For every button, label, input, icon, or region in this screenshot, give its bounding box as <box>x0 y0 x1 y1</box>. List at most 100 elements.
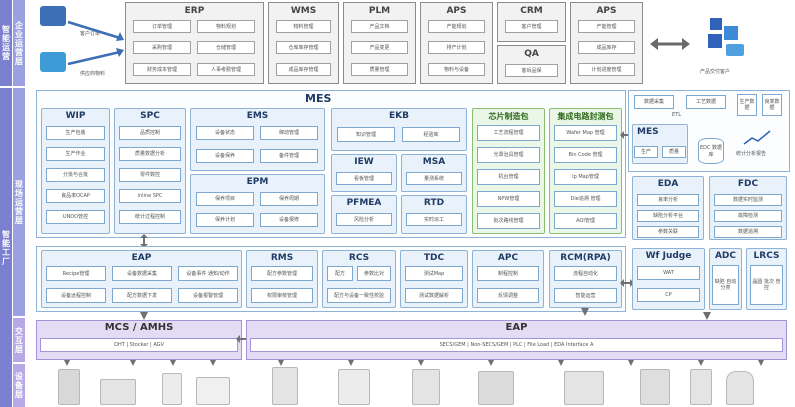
aps2-cell: 计划进度管理 <box>578 63 635 76</box>
eda-cell: 良率分析 <box>637 194 699 206</box>
supplier-label: 供应商物料 <box>80 71 106 77</box>
process-tool-icon <box>272 367 298 405</box>
sidebar-field-layer: 现场运营层 <box>13 88 25 316</box>
mcs-items: OHT | Stocker | AGV <box>40 338 238 352</box>
chip-cell: 光罩治具管理 <box>477 147 540 163</box>
ekb-cell: 经验库 <box>402 127 460 142</box>
mes-small-cell: 质量 <box>662 146 686 158</box>
wf-cell: CP <box>637 288 700 302</box>
robot-arm-icon <box>162 373 182 405</box>
analytics-cell: 工艺数据 <box>686 95 726 109</box>
adc-cell: 缺陷 自动 分类 <box>712 265 739 305</box>
plm-cell: 产品文档 <box>351 20 408 33</box>
plm-cell: 质量管理 <box>351 63 408 76</box>
customer-order-label: 客户订单 <box>80 31 101 37</box>
edc-database-icon: EDC 数据库 <box>698 138 724 164</box>
aps-cell: 物料与设备 <box>428 63 485 76</box>
wf-down-arrow <box>703 312 711 320</box>
ems-cell: 设备状态 <box>196 126 254 140</box>
chip-cell: 批次路线管理 <box>477 213 540 229</box>
customer-order-icon <box>40 6 66 26</box>
plm-cell: 产品变更 <box>351 41 408 54</box>
aps2-cell: 产能管理 <box>578 20 635 33</box>
eap-down-arrow <box>140 312 148 320</box>
fdc-cell: 数据追溯 <box>714 226 782 238</box>
ic-cell: Wafer Map 管理 <box>554 125 617 141</box>
dispenser-tool-icon <box>338 369 370 405</box>
mes-small-cell: 生产 <box>634 146 658 158</box>
sidebar-smart-operation: 智能运营 <box>0 0 12 86</box>
epm-cell: 设备报修 <box>260 213 318 227</box>
erp-cell: 人事考勤管理 <box>197 63 255 76</box>
analytics-cell: 生产数据 <box>737 94 757 116</box>
supplier-icon <box>40 52 66 72</box>
apc-cell: 反馈调整 <box>477 288 539 303</box>
fdc-cell: 数据实时监测 <box>714 194 782 206</box>
aps2-cell: 成品库存 <box>578 41 635 54</box>
spc-cell: inline SPC <box>119 189 181 203</box>
chamber-tool-icon <box>726 371 754 405</box>
chip-cell: 机台管理 <box>477 169 540 185</box>
report-label: 统计分析报告 <box>736 151 767 157</box>
aps-cell: 排产计划 <box>428 41 485 54</box>
delta-robot-icon <box>196 377 230 405</box>
eap-interface-title: EAP <box>505 322 528 333</box>
delivery-label: 产品交付客户 <box>700 69 731 75</box>
chip-cell: NPW管理 <box>477 191 540 207</box>
apc-cell: 制程控制 <box>477 266 539 281</box>
erp-cell: 采购管理 <box>133 41 191 54</box>
eap-cell: 设备远程控制 <box>46 288 106 303</box>
pfmea-cell: 风险分析 <box>336 213 392 226</box>
ems-cell: 备件管理 <box>260 149 318 163</box>
wip-cell: 生产包装 <box>46 126 105 140</box>
eap-cell: Recipe管理 <box>46 266 106 281</box>
eap-cell: 设备报警管理 <box>178 288 238 303</box>
spc-cell: 品质控制 <box>119 126 181 140</box>
eap-cell: 设备事件 通知/动作 <box>178 266 238 281</box>
spc-cell: 零件数控 <box>119 168 181 182</box>
epm-cell: 保养周期 <box>260 192 318 206</box>
analytics-cell: 数据采集 <box>634 95 674 109</box>
ic-cell: Bin Code 管理 <box>554 147 617 163</box>
rcs-cell: 参数比对 <box>357 266 391 281</box>
wip-cell: 分批与合批 <box>46 168 105 182</box>
rcm-cell: 智能运营 <box>554 288 617 303</box>
inspection-tool-icon <box>478 371 514 405</box>
wip-cell: UNDO管控 <box>46 210 105 224</box>
chip-cell: 工艺流程管理 <box>477 125 540 141</box>
sidebar-interaction-layer: 交互层 <box>13 318 25 362</box>
sidebar-device-layer: 设备层 <box>13 364 25 407</box>
msa-cell: 量测系统 <box>406 172 462 185</box>
fdc-cell: 故障检测 <box>714 210 782 222</box>
rcs-cell: 配方 <box>327 266 353 281</box>
ic-cell: Die追溯 管理 <box>554 191 617 207</box>
erp-cell: 物料规划 <box>197 20 255 33</box>
wip-cell: 良品率OCAP <box>46 189 105 203</box>
report-icon <box>742 128 772 146</box>
crm-cell: 客户管理 <box>505 20 558 33</box>
erp-cell: 订单管理 <box>133 20 191 33</box>
delivery-box-icon <box>700 18 750 60</box>
spc-cell: 质量数据分析 <box>119 147 181 161</box>
eda-cell: 参数关联 <box>637 226 699 238</box>
sidebar-enterprise-layer: 企业运营层 <box>13 0 25 86</box>
ic-cell: Ip Map管理 <box>554 169 617 185</box>
epm-cell: 保养计划 <box>196 213 254 227</box>
sidebar-smart-factory: 智能工厂 <box>0 88 12 407</box>
erp-cell: 仓储管理 <box>197 41 255 54</box>
qa-cell: 客诉品保 <box>505 64 558 77</box>
wf-cell: WAT <box>637 266 700 280</box>
etl-label: ETL <box>672 112 681 118</box>
wms-cell: 成品库存管理 <box>276 63 331 76</box>
ems-cell: 稼动管理 <box>260 126 318 140</box>
ems-cell: 设备保养 <box>196 149 254 163</box>
rcm-cell: 流程自动化 <box>554 266 617 281</box>
eap-cell: 设备数据采集 <box>112 266 172 281</box>
lrcs-cell: 晶圆 批次 管控 <box>750 265 783 305</box>
eap-interface-items: SECS/GEM | Non-SECS/GEM | PLC | File Loa… <box>250 338 783 352</box>
iew-cell: 看板管理 <box>336 172 392 185</box>
mes-title: MES <box>305 92 332 105</box>
ic-cell: AOI管理 <box>554 213 617 229</box>
oht-equipment-icon <box>100 379 136 405</box>
input-arrows <box>67 20 124 66</box>
